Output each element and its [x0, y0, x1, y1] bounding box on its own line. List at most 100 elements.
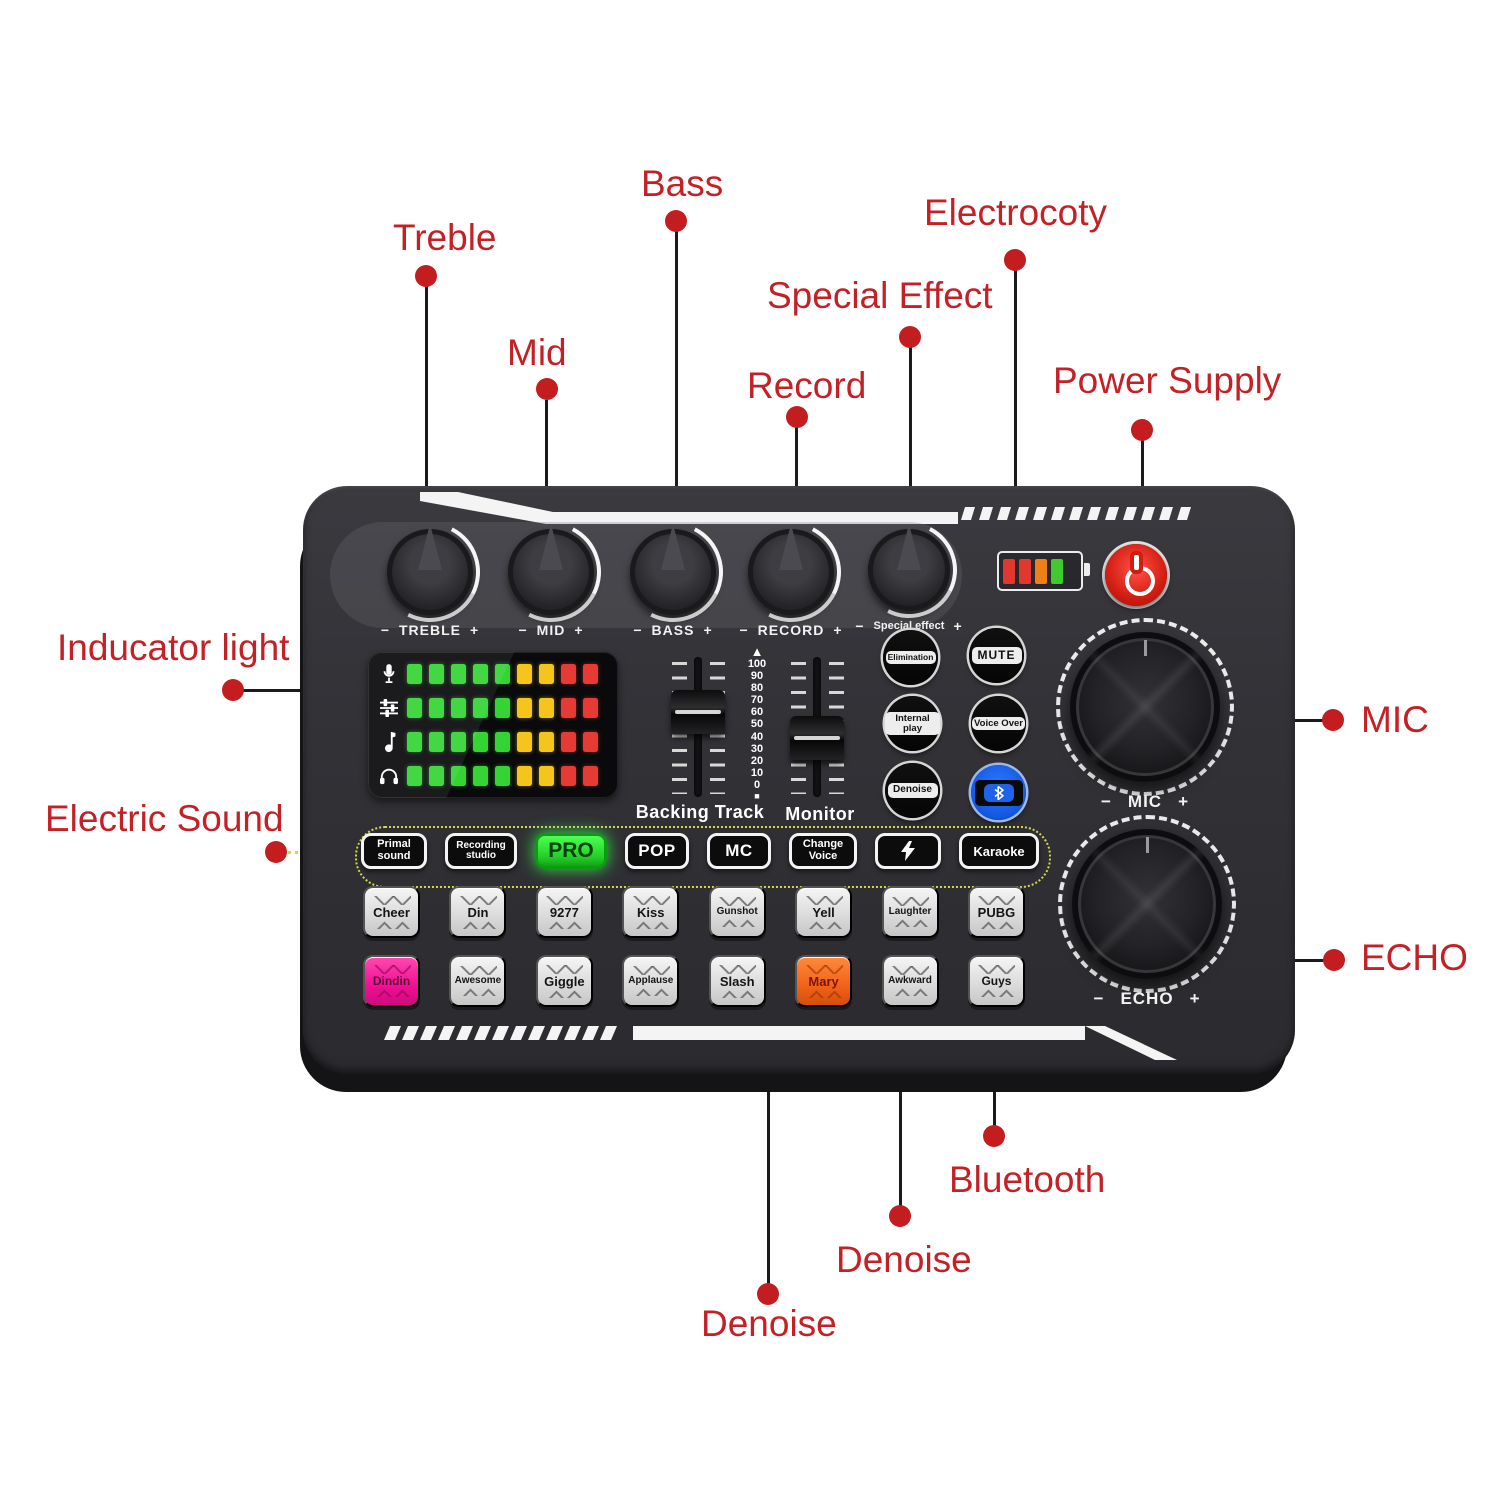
callout-dot-mic — [1322, 709, 1344, 731]
mute-button[interactable]: MUTE — [969, 628, 1024, 683]
pop-mode-button[interactable]: POP — [625, 833, 689, 869]
minus-sign: − — [1093, 989, 1105, 1008]
callout-dot-denoise-center — [889, 1205, 911, 1227]
electric-sound-outline — [355, 826, 1051, 888]
led-cell-red — [561, 766, 576, 786]
backing-track-slider-handle[interactable] — [671, 690, 725, 734]
recording-studio-button[interactable]: Recording studio — [445, 833, 517, 869]
music-note-icon — [378, 731, 400, 753]
plus-sign: + — [470, 622, 480, 638]
callout-dot-record — [786, 406, 808, 428]
callout-line-mid — [545, 400, 548, 552]
annotation-treble: Treble — [393, 217, 497, 258]
scale-top-marker: ▲ — [750, 644, 764, 659]
special-effect-knob[interactable] — [868, 529, 950, 611]
power-button[interactable] — [1105, 544, 1167, 606]
effect-mode-row: Primal sound Recording studio PRO POP MC… — [361, 833, 1039, 869]
echo-volume-knob[interactable] — [1072, 829, 1222, 979]
led-row-headphones — [378, 763, 608, 789]
primal-sound-button[interactable]: Primal sound — [361, 833, 427, 869]
annotation-indicator-light: Inducator light — [57, 627, 290, 668]
led-row-mixer — [378, 695, 608, 721]
backing-track-label: Backing Track — [635, 802, 765, 822]
pad-din[interactable]: Din — [449, 886, 507, 938]
treble-knob[interactable] — [387, 529, 473, 615]
battery-bar — [1035, 558, 1047, 584]
bass-knob[interactable] — [630, 529, 716, 615]
elimination-button[interactable]: Elimination — [883, 630, 938, 685]
pad-mary[interactable]: Mary — [795, 955, 853, 1007]
pad-awkward[interactable]: Awkward — [881, 955, 939, 1007]
monitor-label: Monitor — [785, 804, 855, 824]
bass-knob-label: −BASS+ — [633, 622, 713, 638]
annotation-electrocoty: Electrocoty — [924, 192, 1108, 233]
callout-dot-denoise-left — [757, 1283, 779, 1305]
led-cell-green — [495, 664, 510, 684]
pad-pubg[interactable]: PUBG — [967, 886, 1025, 938]
pad-awesome[interactable]: Awesome — [449, 955, 507, 1007]
led-cell-yellow — [517, 698, 532, 718]
monitor-slider-handle[interactable] — [790, 716, 844, 760]
pad-cheer[interactable]: Cheer — [363, 886, 420, 938]
karaoke-mode-button[interactable]: Karaoke — [959, 833, 1039, 869]
annotation-denoise-center: Denoise — [836, 1239, 972, 1280]
pad-slash[interactable]: Slash — [708, 955, 766, 1007]
callout-dot-electric-sound — [265, 841, 287, 863]
callout-line-special-effect — [909, 347, 912, 557]
pad-9277[interactable]: 9277 — [535, 886, 593, 938]
callout-line-denoise-left — [767, 1066, 770, 1286]
led-cell-green — [473, 766, 488, 786]
lightning-icon — [901, 841, 915, 861]
led-cell-green — [407, 698, 422, 718]
pad-applause[interactable]: Applause — [622, 955, 680, 1007]
lightning-effect-button[interactable] — [875, 833, 941, 869]
pad-giggle[interactable]: Giggle — [535, 955, 593, 1007]
callout-line-bass — [675, 231, 678, 551]
annotation-record: Record — [747, 365, 867, 406]
record-knob[interactable] — [748, 529, 834, 615]
mixer-icon — [378, 699, 400, 717]
callout-dot-mid — [536, 378, 558, 400]
led-cell-yellow — [539, 664, 554, 684]
led-cell-green — [407, 664, 422, 684]
treble-knob-label: −TREBLE+ — [380, 622, 480, 638]
led-cell-green — [451, 664, 466, 684]
callout-line-electrocoty — [1014, 270, 1017, 548]
pad-kiss[interactable]: Kiss — [622, 886, 680, 938]
pad-laughter[interactable]: Laughter — [881, 886, 939, 938]
battery-bar — [1003, 558, 1015, 584]
led-cell-green — [429, 698, 444, 718]
pad-dindin[interactable]: Dindin — [363, 955, 420, 1007]
led-cell-green — [495, 698, 510, 718]
internal-play-button[interactable]: Internal play — [885, 696, 940, 751]
minus-sign: − — [518, 622, 528, 638]
led-cell-green — [429, 732, 444, 752]
callout-dot-bluetooth — [983, 1125, 1005, 1147]
led-cell-red — [561, 732, 576, 752]
led-row-music — [378, 729, 608, 755]
voice-over-button[interactable]: Voice Over — [971, 696, 1026, 751]
mic-volume-knob[interactable] — [1070, 632, 1220, 782]
echo-knob-label: −ECHO+ — [1093, 989, 1201, 1008]
annotation-mic: MIC — [1361, 699, 1429, 740]
pad-yell[interactable]: Yell — [795, 886, 853, 938]
callout-dot-treble — [415, 265, 437, 287]
callout-dot-indicator-light — [222, 679, 244, 701]
pad-guys[interactable]: Guys — [967, 955, 1025, 1007]
plus-sign: + — [574, 622, 584, 638]
change-voice-button[interactable]: Change Voice — [789, 833, 857, 869]
pro-mode-button[interactable]: PRO — [535, 833, 607, 869]
mc-mode-button[interactable]: MC — [707, 833, 771, 869]
led-cell-green — [451, 698, 466, 718]
annotation-bass: Bass — [641, 163, 724, 204]
denoise-button[interactable]: Denoise — [885, 763, 940, 818]
mid-knob[interactable] — [508, 529, 594, 615]
record-knob-label: −RECORD+ — [739, 622, 843, 638]
led-cell-yellow — [539, 766, 554, 786]
bluetooth-button[interactable] — [971, 765, 1026, 820]
led-cell-yellow — [539, 698, 554, 718]
led-cell-green — [451, 766, 466, 786]
pad-gunshot[interactable]: Gunshot — [708, 886, 766, 938]
scale-bottom-marker: ■ — [754, 790, 760, 801]
plus-sign: + — [703, 622, 713, 638]
